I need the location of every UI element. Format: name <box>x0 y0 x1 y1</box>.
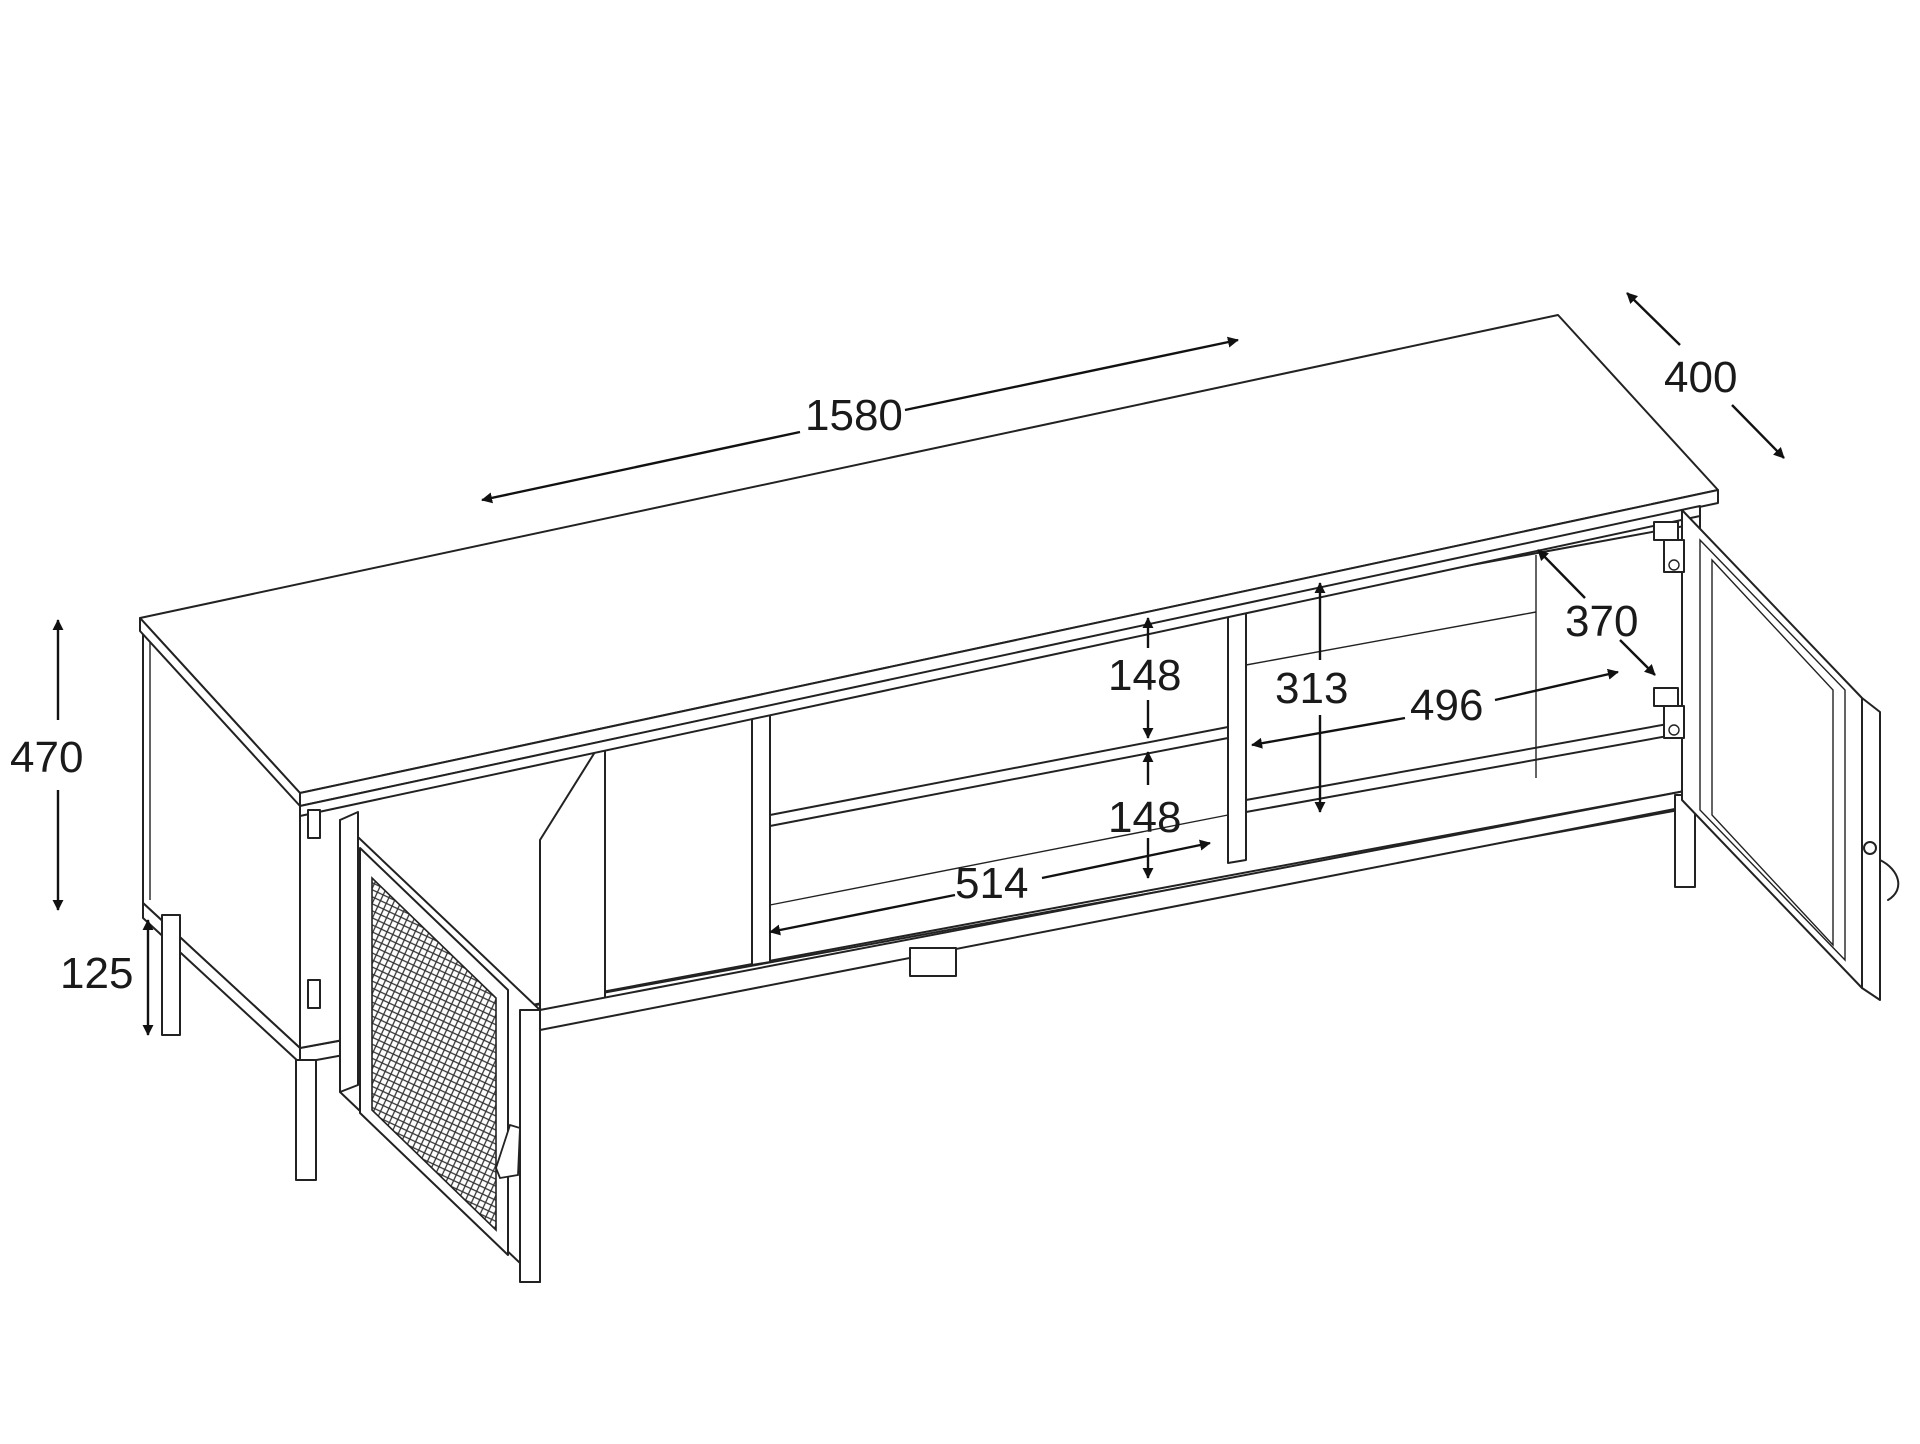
right-door-panel <box>1681 509 1863 989</box>
label-inner-depth: 370 <box>1565 597 1638 646</box>
right-door <box>1653 509 1900 1001</box>
leg-back-left <box>161 914 181 1036</box>
hinge-icon <box>1653 521 1685 573</box>
divider-left <box>751 696 771 966</box>
label-middle-width: 514 <box>955 859 1028 908</box>
left-door <box>307 809 541 1283</box>
label-lower-shelf: 148 <box>1108 793 1181 842</box>
label-right-width: 496 <box>1410 681 1483 730</box>
hinge-icon <box>307 979 321 1009</box>
label-leg-height: 125 <box>60 949 133 998</box>
leg-front-left <box>295 1059 317 1181</box>
left-door-mesh <box>371 876 497 1232</box>
center-foot <box>909 947 957 977</box>
label-height: 470 <box>10 733 83 782</box>
label-compartment-height: 313 <box>1275 664 1348 713</box>
label-upper-shelf: 148 <box>1108 651 1181 700</box>
dimension-labels: 1580 400 470 125 370 313 496 148 148 514 <box>10 353 1737 998</box>
handle-icon <box>495 1123 521 1180</box>
dim-middle-width-arrow <box>1041 839 1211 880</box>
divider-right <box>1227 607 1247 864</box>
label-width: 1580 <box>805 391 903 440</box>
legs <box>161 794 1696 1181</box>
dimension-lines <box>52 292 1785 1036</box>
dim-inner-depth-arrow <box>1619 639 1656 676</box>
hinge-icon <box>1653 687 1685 739</box>
dim-right-width-arrow <box>1494 668 1619 702</box>
middle-shelf <box>769 726 1229 827</box>
dim-right-width-arrow <box>1251 716 1406 749</box>
dim-width-arrow <box>481 430 801 504</box>
door-knob-icon <box>1863 841 1877 855</box>
cabinet-body <box>139 314 1719 1064</box>
dim-middle-width-arrow <box>769 893 956 936</box>
dim-inner-depth-arrow <box>1537 549 1586 599</box>
label-depth: 400 <box>1664 353 1737 402</box>
dim-width-arrow <box>904 336 1239 412</box>
dim-depth-arrow <box>1626 292 1681 346</box>
hinge-icon <box>307 809 321 839</box>
dim-depth-arrow <box>1731 404 1785 459</box>
